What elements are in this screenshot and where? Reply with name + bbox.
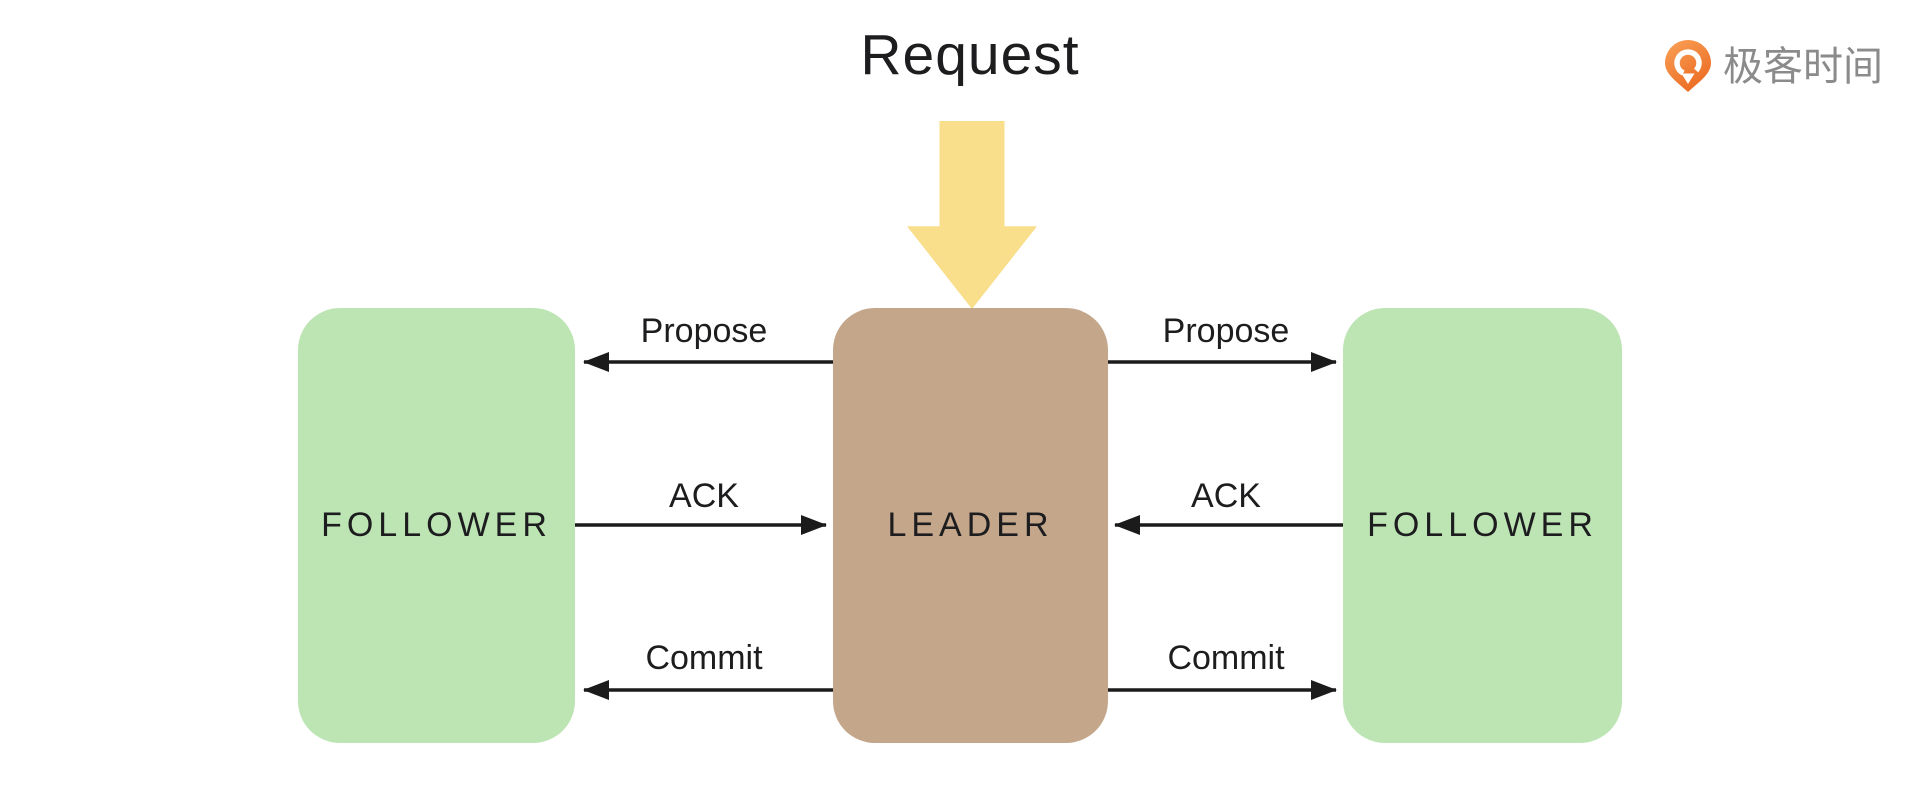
commit-label-left: Commit bbox=[645, 639, 763, 677]
propose-label-left: Propose bbox=[640, 312, 768, 350]
brand-logo-text: 极客时间 bbox=[1723, 45, 1883, 89]
propose-label-right: Propose bbox=[1162, 312, 1290, 350]
commit-label-right: Commit bbox=[1167, 639, 1285, 677]
leader-label: LEADER bbox=[887, 506, 1054, 544]
follower-right-label: FOLLOWER bbox=[1367, 506, 1598, 544]
follower-left-label: FOLLOWER bbox=[321, 506, 552, 544]
follower-right-node: FOLLOWER bbox=[1343, 308, 1622, 743]
request-title: Request bbox=[860, 23, 1080, 87]
ack-label-left: ACK bbox=[669, 477, 739, 515]
follower-left-node: FOLLOWER bbox=[298, 308, 575, 743]
request-down-arrow-icon bbox=[907, 121, 1037, 309]
geek-time-pin-icon bbox=[1665, 40, 1711, 92]
brand-logo: 极客时间 bbox=[1663, 38, 1883, 96]
ack-label-right: ACK bbox=[1191, 477, 1261, 515]
leader-node: LEADER bbox=[833, 308, 1108, 743]
